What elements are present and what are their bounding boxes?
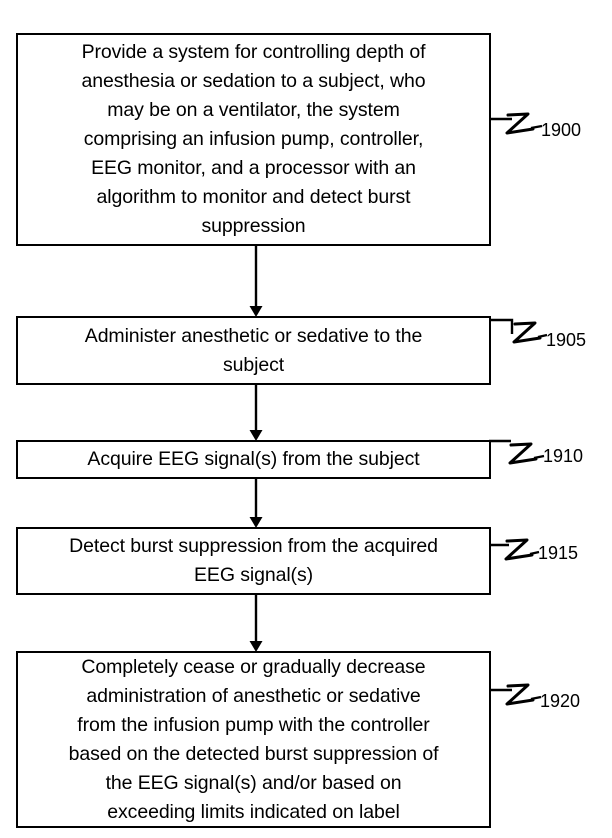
flow-step-text-1910: Acquire EEG signal(s) from the subject xyxy=(87,448,420,470)
flow-step-text-1920: Completely cease or gradually decrease a… xyxy=(68,655,439,823)
flow-step-box-1910: Acquire EEG signal(s) from the subject xyxy=(16,440,491,479)
flow-step-box-1900: Provide a system for controlling depth o… xyxy=(16,33,491,246)
leader-line-1900 xyxy=(489,112,543,135)
flow-step-text-1915: Detect burst suppression from the acquir… xyxy=(69,535,438,586)
connector-arrow-1915-to-1920 xyxy=(249,595,263,652)
reference-numeral-1910: 1910 xyxy=(543,446,584,466)
connector-arrow-1910-to-1915 xyxy=(249,479,263,528)
flow-step-text-1905: Administer anesthetic or sedative to the… xyxy=(84,324,423,376)
reference-numeral-1920: 1920 xyxy=(540,691,581,711)
leader-line-1915 xyxy=(489,538,540,561)
leader-line-1920 xyxy=(489,683,542,706)
connector-arrow-1905-to-1910 xyxy=(249,385,263,441)
flow-step-box-1905: Administer anesthetic or sedative to the… xyxy=(16,316,491,385)
reference-numeral-1905: 1905 xyxy=(546,330,587,350)
flow-step-box-1915: Detect burst suppression from the acquir… xyxy=(16,527,491,595)
flow-step-text-1900: Provide a system for controlling depth o… xyxy=(81,41,426,237)
leader-line-1910 xyxy=(489,439,545,465)
reference-numeral-1900: 1900 xyxy=(541,120,582,140)
connector-arrow-1900-to-1905 xyxy=(249,246,263,317)
flow-step-box-1920: Completely cease or gradually decrease a… xyxy=(16,651,491,828)
reference-numeral-1915: 1915 xyxy=(538,543,579,563)
leader-line-1905 xyxy=(489,318,548,344)
